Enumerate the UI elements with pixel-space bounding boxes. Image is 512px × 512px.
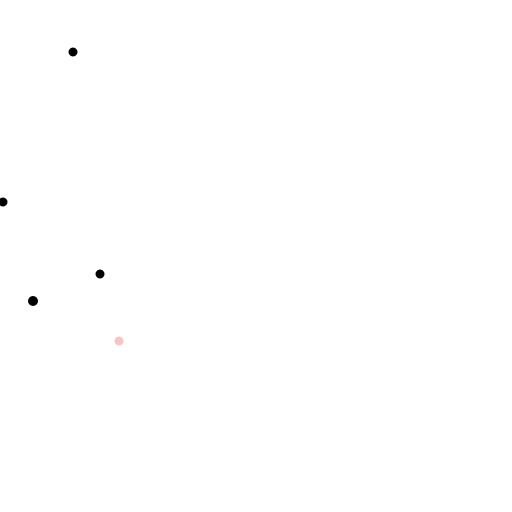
dot-5: [114, 336, 124, 346]
dot-3: [95, 269, 105, 279]
dot-4: [28, 296, 38, 306]
dot-2: [0, 197, 8, 207]
dot-1: [68, 47, 78, 57]
